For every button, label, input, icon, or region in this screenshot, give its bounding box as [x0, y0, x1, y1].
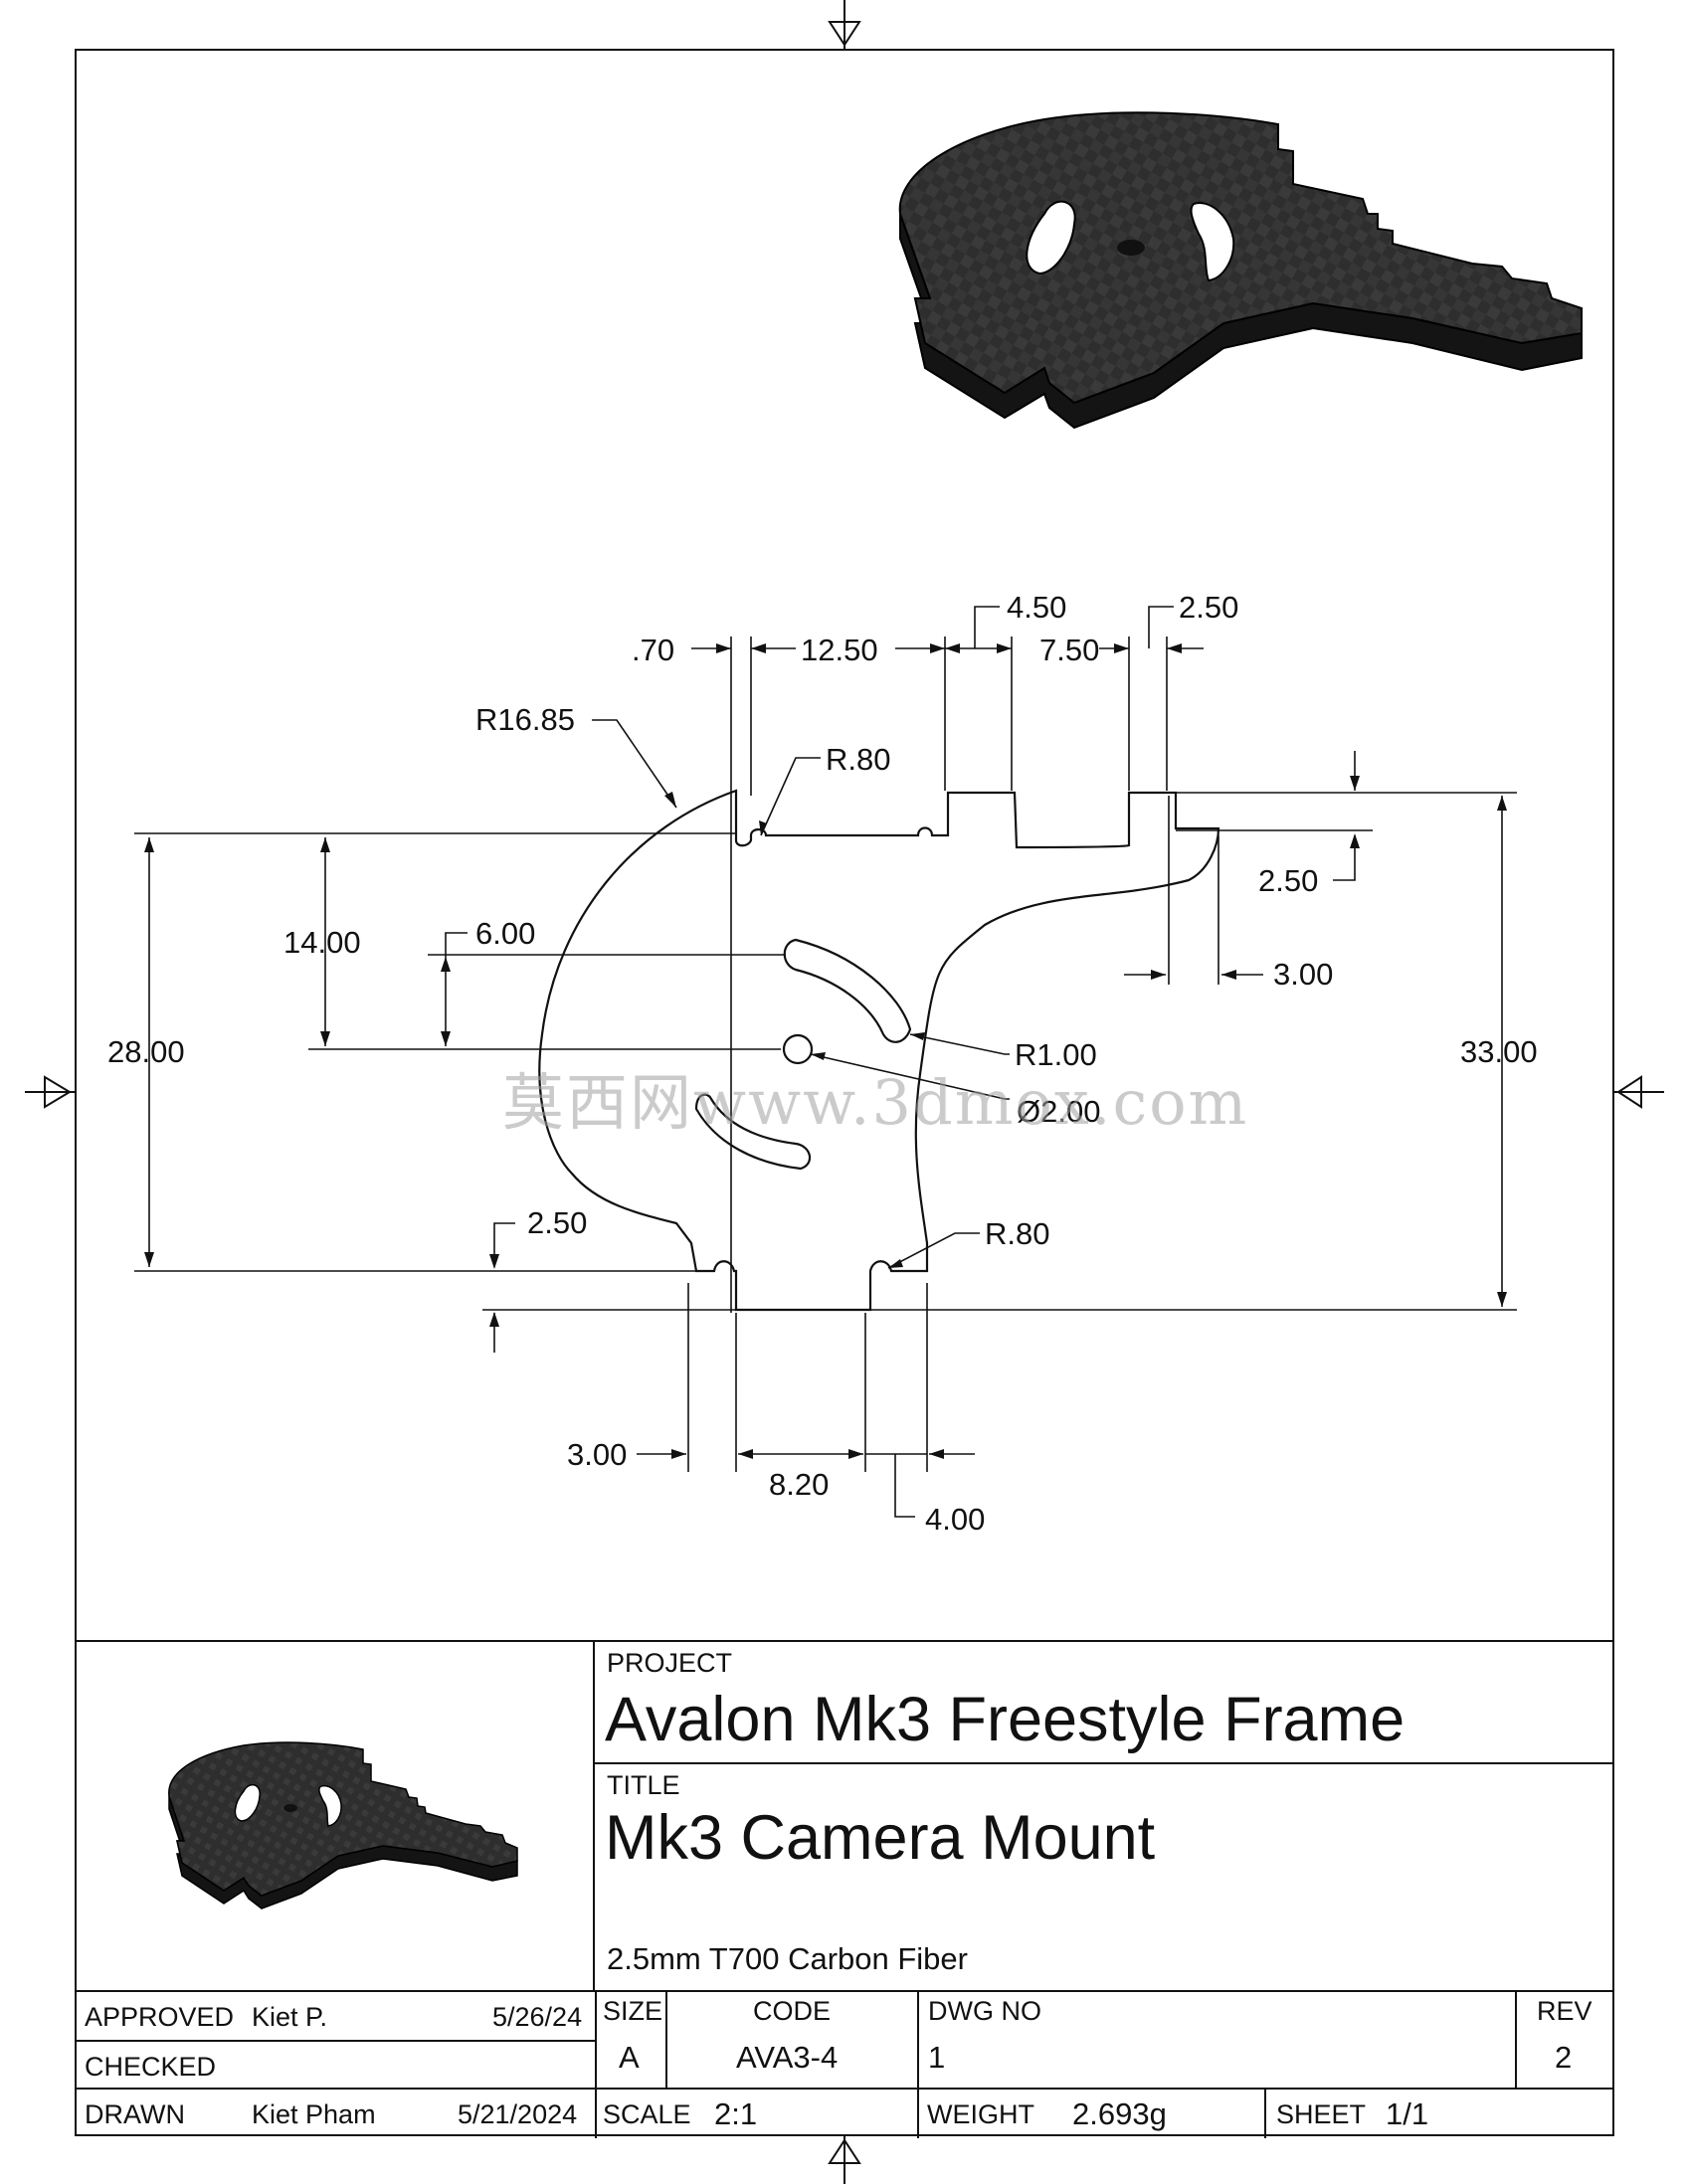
col-divider-sheet: [1264, 2088, 1266, 2138]
dim-300-bottom: 3.00: [567, 1437, 628, 1472]
title-label: TITLE: [607, 1770, 680, 1800]
title-cell: TITLE Mk3 Camera Mount 2.5mm T700 Carbon…: [595, 1764, 1614, 1990]
weight-value: 2.693g: [1072, 2096, 1167, 2131]
col-divider-code: [917, 1990, 919, 2138]
code-value: AVA3-4: [736, 2040, 839, 2075]
code-label: CODE: [753, 1996, 832, 2026]
dwg-no-label: DWG NO: [928, 1996, 1041, 2026]
approved-date: 5/26/24: [492, 2002, 583, 2032]
dim-r080-bottom: R.80: [985, 1216, 1050, 1251]
project-label: PROJECT: [607, 1648, 733, 1678]
dim-070: .70: [632, 633, 675, 667]
scale-label: SCALE: [603, 2099, 691, 2129]
sheet-label: SHEET: [1276, 2099, 1367, 2129]
iso-render-small: [168, 1741, 518, 1910]
drawn-name: Kiet Pham: [252, 2099, 376, 2129]
sheet-value: 1/1: [1386, 2096, 1429, 2131]
dim-2800: 28.00: [107, 1034, 185, 1069]
col-divider-size: [665, 1990, 667, 2088]
weight-label: WEIGHT: [927, 2099, 1034, 2129]
part-outline: [538, 789, 1220, 1312]
approved-name: Kiet P.: [252, 2002, 328, 2032]
size-value: A: [619, 2040, 640, 2075]
row-divider-3: [75, 2088, 1614, 2090]
material-note: 2.5mm T700 Carbon Fiber: [607, 1941, 968, 1976]
size-label: SIZE: [603, 1996, 663, 2026]
watermark: 莫西网www.3dmox.com: [502, 1066, 1249, 1139]
dim-1250: 12.50: [801, 633, 878, 667]
rev-label: REV: [1537, 1996, 1593, 2026]
dim-300-right: 3.00: [1273, 957, 1334, 992]
col-divider-left: [595, 1990, 597, 2138]
scale-value: 2:1: [714, 2096, 758, 2131]
checked-label: CHECKED: [85, 2052, 217, 2082]
dim-r080-top: R.80: [826, 742, 891, 777]
center-mark-top: [828, 0, 861, 49]
project-name: Avalon Mk3 Freestyle Frame: [605, 1685, 1406, 1754]
dimension-lines: [134, 606, 1517, 1518]
dim-r1685: R16.85: [475, 702, 575, 737]
preview-cell: [75, 1642, 595, 1990]
drawn-date: 5/21/2024: [458, 2099, 578, 2129]
dim-400: 4.00: [925, 1502, 986, 1537]
dim-dia200: Ø2.00: [1017, 1094, 1101, 1129]
row-divider-1: [75, 1990, 1614, 1992]
dwg-no-value: 1: [928, 2040, 946, 2075]
row-divider-2: [75, 2040, 595, 2042]
dim-250-left: 2.50: [527, 1205, 588, 1240]
drawn-label: DRAWN: [85, 2099, 185, 2129]
dim-250-top: 2.50: [1179, 590, 1239, 625]
dim-250-right: 2.50: [1258, 863, 1319, 898]
dim-1400: 14.00: [283, 925, 361, 960]
dim-600: 6.00: [475, 916, 536, 951]
center-mark-bottom: [828, 2136, 861, 2184]
center-mark-left: [25, 1075, 75, 1109]
approved-label: APPROVED: [85, 2002, 235, 2032]
dim-820: 8.20: [769, 1467, 830, 1502]
drawing-border: [75, 49, 1614, 2136]
iso-render-large: [898, 111, 1583, 430]
dim-450: 4.50: [1007, 590, 1067, 625]
dim-3300: 33.00: [1460, 1034, 1538, 1069]
title-block: PROJECT Avalon Mk3 Freestyle Frame TITLE…: [75, 1640, 1614, 2138]
center-mark-right: [1614, 1075, 1664, 1109]
title-name: Mk3 Camera Mount: [605, 1803, 1156, 1873]
rev-value: 2: [1555, 2040, 1573, 2075]
col-divider-rev: [1515, 1990, 1517, 2088]
dim-750: 7.50: [1039, 633, 1100, 667]
dim-r100: R1.00: [1015, 1037, 1097, 1072]
dimension-arrows: [144, 643, 1507, 1459]
project-cell: PROJECT Avalon Mk3 Freestyle Frame: [595, 1642, 1614, 1764]
